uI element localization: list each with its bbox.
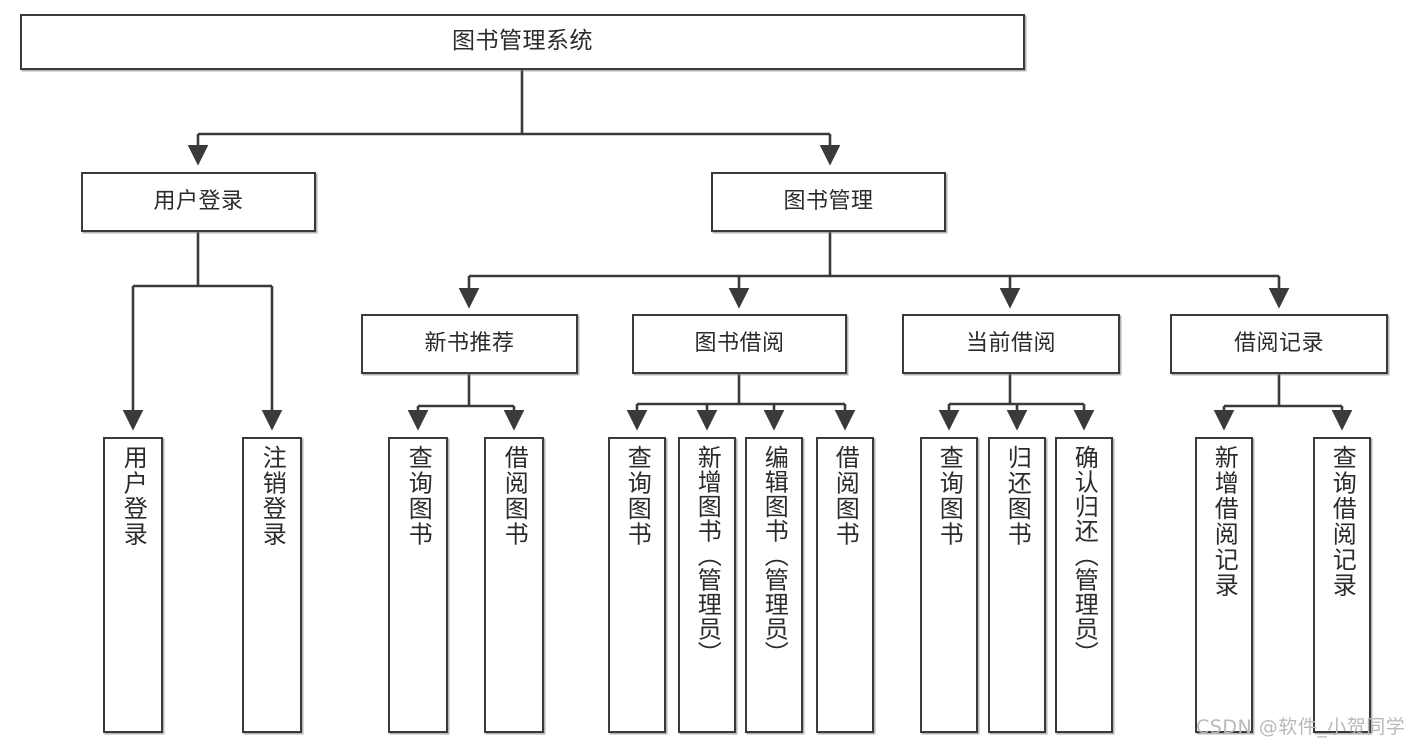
leaf-query-borrow-record[interactable]: 查询借阅记录 xyxy=(1313,437,1371,733)
leaf-query-book-borrow[interactable]: 查询图书 xyxy=(608,437,666,733)
node-label: 确认归还（管理员） xyxy=(1070,445,1099,666)
node-borrow-record[interactable]: 借阅记录 xyxy=(1170,314,1388,374)
node-label: 借阅记录 xyxy=(1233,331,1324,357)
leaf-confirm-return-admin[interactable]: 确认归还（管理员） xyxy=(1055,437,1113,733)
leaf-edit-book-admin[interactable]: 编辑图书（管理员） xyxy=(745,437,803,733)
node-label: 查询图书 xyxy=(404,445,433,547)
node-label: 查询借阅记录 xyxy=(1328,445,1357,598)
leaf-add-borrow-record[interactable]: 新增借阅记录 xyxy=(1195,437,1253,733)
leaf-add-book-admin[interactable]: 新增图书（管理员） xyxy=(678,437,736,733)
node-new-book-recommend[interactable]: 新书推荐 xyxy=(361,314,578,374)
node-user-login[interactable]: 用户登录 xyxy=(81,172,316,232)
leaf-return-book[interactable]: 归还图书 xyxy=(988,437,1046,733)
node-label: 借阅图书 xyxy=(831,445,860,547)
node-root-system[interactable]: 图书管理系统 xyxy=(20,14,1025,70)
leaf-query-book-current[interactable]: 查询图书 xyxy=(920,437,978,733)
node-label: 图书借阅 xyxy=(694,331,785,357)
node-label: 图书管理 xyxy=(783,189,874,215)
node-label: 查询图书 xyxy=(935,445,964,547)
node-label: 用户登录 xyxy=(119,445,148,547)
node-book-borrow[interactable]: 图书借阅 xyxy=(632,314,847,374)
node-label: 编辑图书（管理员） xyxy=(760,445,789,666)
node-label: 查询图书 xyxy=(623,445,652,547)
node-label: 当前借阅 xyxy=(965,331,1056,357)
watermark-text: CSDN @软件_小贺同学 xyxy=(1196,716,1405,738)
leaf-query-book-recommend[interactable]: 查询图书 xyxy=(388,437,448,733)
node-label: 新增借阅记录 xyxy=(1210,445,1239,598)
node-current-borrow[interactable]: 当前借阅 xyxy=(902,314,1120,374)
leaf-borrow-book-recommend[interactable]: 借阅图书 xyxy=(484,437,544,733)
leaf-user-login[interactable]: 用户登录 xyxy=(103,437,163,733)
node-label: 借阅图书 xyxy=(500,445,529,547)
node-label: 用户登录 xyxy=(153,189,244,215)
node-label: 新书推荐 xyxy=(424,331,515,357)
node-label: 新增图书（管理员） xyxy=(693,445,722,666)
leaf-borrow-book[interactable]: 借阅图书 xyxy=(816,437,874,733)
leaf-logout[interactable]: 注销登录 xyxy=(242,437,302,733)
node-book-management[interactable]: 图书管理 xyxy=(711,172,946,232)
node-label: 图书管理系统 xyxy=(452,28,593,55)
node-label: 归还图书 xyxy=(1003,445,1032,547)
node-label: 注销登录 xyxy=(258,445,287,547)
